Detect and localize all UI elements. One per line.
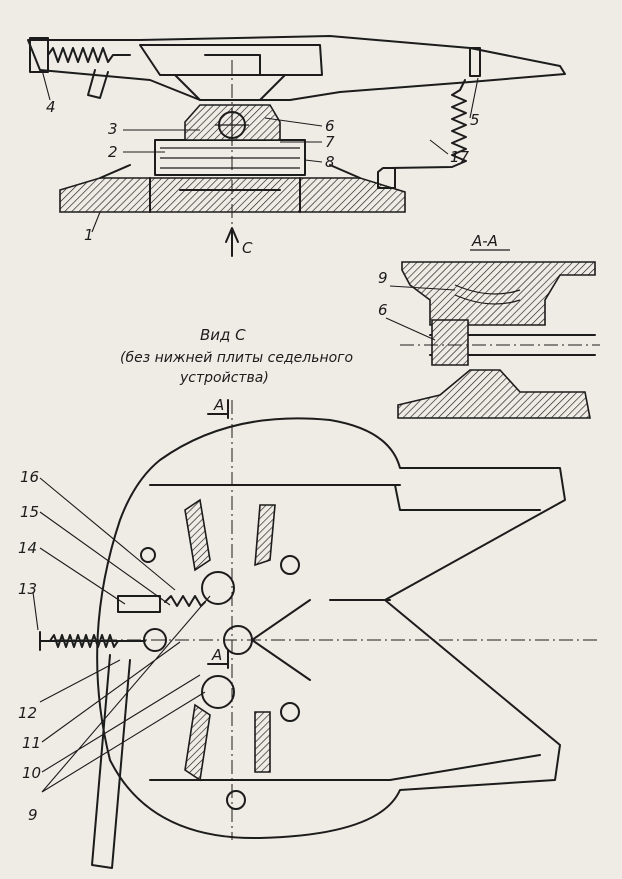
section-mark-bottom-arrow <box>207 649 229 669</box>
support-block-lines <box>160 147 300 169</box>
callout-5: 5 <box>470 111 480 129</box>
plate-inner-contour <box>149 484 541 781</box>
bolt-a <box>140 547 156 563</box>
jaw-upper <box>201 571 235 605</box>
section-a-a: А-А 9 6 <box>378 232 600 419</box>
arrow-c-label: С <box>242 239 253 257</box>
side-view: С 1 2 3 4 5 6 7 8 17 <box>27 35 566 257</box>
tension-spring <box>389 79 467 169</box>
callout-6: 6 <box>325 117 335 135</box>
lock-handle <box>87 69 109 99</box>
saddle-plate-plan <box>96 417 566 840</box>
view-c-note-2: устройства) <box>179 370 269 386</box>
callout-9: 9 <box>28 806 38 824</box>
callout-7: 7 <box>325 133 335 151</box>
lock-rod-spring <box>49 634 119 648</box>
view-c-leaders <box>32 477 211 793</box>
arrow-c <box>225 227 239 257</box>
view-c: А А 16 15 14 13 12 11 10 9 <box>18 396 600 869</box>
jaw-opening <box>251 599 311 681</box>
saddle-plate <box>27 35 566 101</box>
bolt-b <box>280 555 300 575</box>
jaw-lower <box>201 675 235 709</box>
callout-14: 14 <box>18 539 37 557</box>
web-ribs <box>184 498 276 782</box>
callout-2: 2 <box>108 143 118 161</box>
section-hub <box>431 319 469 366</box>
section-leaders <box>385 285 456 341</box>
section-title: А-А <box>471 232 498 250</box>
section-springs <box>454 284 521 305</box>
bottom-plate-ribs <box>99 164 361 213</box>
section-callout-9: 9 <box>378 269 388 287</box>
section-callout-6: 6 <box>378 301 388 319</box>
handle-5 <box>469 47 481 77</box>
section-mark-bottom: А <box>211 646 222 664</box>
side-view-leaders <box>41 69 479 233</box>
spring-anchor <box>377 167 396 189</box>
callout-13: 13 <box>18 580 37 598</box>
section-mark-top: А <box>213 396 224 414</box>
callout-4: 4 <box>46 98 56 116</box>
view-c-title: Вид С <box>200 326 246 344</box>
link-spring-15 <box>164 595 206 607</box>
callout-16: 16 <box>20 468 39 486</box>
callout-3: 3 <box>108 120 118 138</box>
slider-14 <box>117 595 161 613</box>
bolt-d <box>226 790 246 810</box>
section-base <box>397 369 591 419</box>
callout-1: 1 <box>84 226 94 244</box>
callout-15: 15 <box>20 503 39 521</box>
release-handle <box>91 654 131 869</box>
callout-10: 10 <box>22 764 41 782</box>
callout-12: 12 <box>18 704 37 722</box>
callout-11: 11 <box>22 734 41 752</box>
lock-spring <box>47 47 131 63</box>
saddle-plate-inner <box>139 44 323 76</box>
view-c-note-1: (без нижней плиты седельного <box>120 350 353 366</box>
saddle-brackets <box>174 54 286 101</box>
callout-17: 17 <box>450 148 470 166</box>
section-mark-top-arrow <box>207 399 229 419</box>
callout-8: 8 <box>325 153 335 171</box>
bolt-c <box>280 702 300 722</box>
view-c-heading: Вид С (без нижней плиты седельного устро… <box>120 326 353 386</box>
